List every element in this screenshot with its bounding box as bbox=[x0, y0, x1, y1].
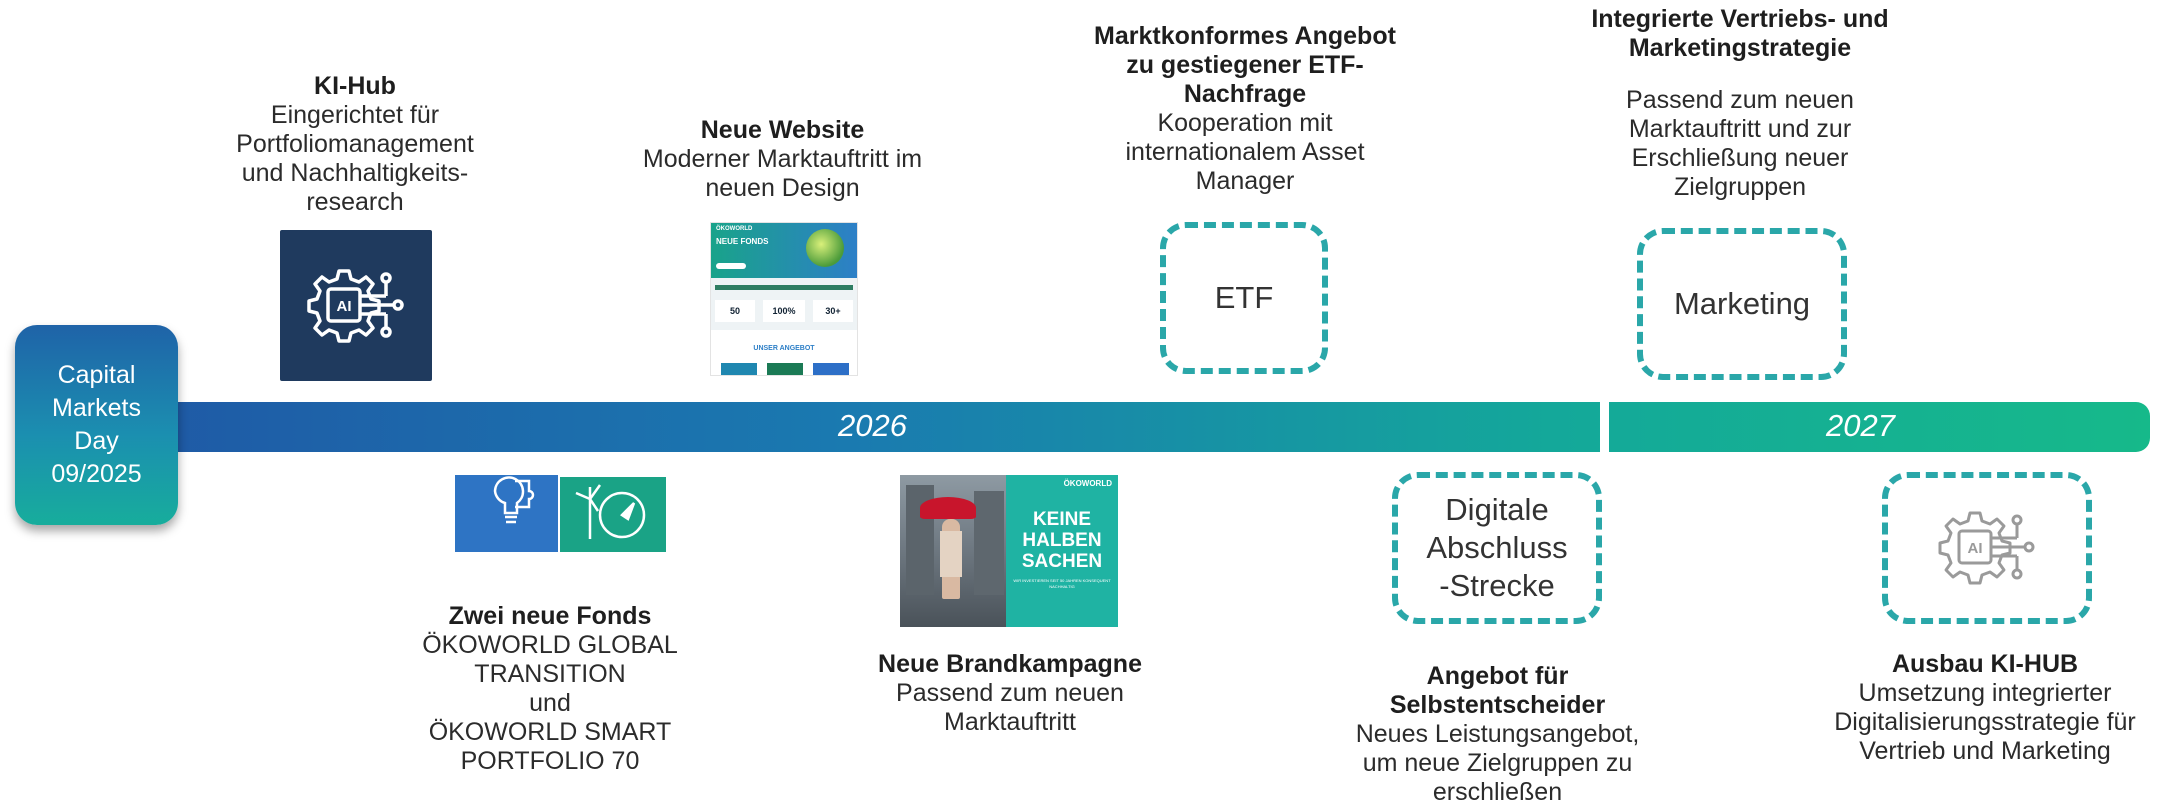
lightbulb-icon bbox=[806, 229, 844, 267]
ai-chip-label: AI bbox=[1968, 540, 1983, 557]
milestone-line: neuen Design bbox=[705, 174, 860, 202]
milestone-title: Marketingstrategie bbox=[1628, 34, 1852, 62]
milestone-title: Nachfrage bbox=[1183, 80, 1307, 108]
milestone-line: Passend zum neuen bbox=[896, 679, 1124, 707]
milestone-line: Manager bbox=[1195, 167, 1295, 195]
marketing-box-label: Marketing bbox=[1673, 286, 1811, 321]
milestone-line: um neue Zielgruppen zu bbox=[1362, 749, 1633, 777]
kihub2-box: AI bbox=[1882, 472, 2092, 624]
milestone-line: ÖKOWORLD GLOBAL bbox=[422, 631, 678, 659]
milestone-title: Neue Website bbox=[700, 116, 865, 144]
digital-box: Digitale Abschluss -Strecke bbox=[1392, 472, 1602, 624]
milestone-line: Digitalisierungsstrategie für bbox=[1834, 708, 2136, 736]
milestone-title: Ausbau KI-HUB bbox=[1891, 650, 2079, 678]
digital-box-line: Digitale bbox=[1445, 492, 1549, 527]
milestone-title: zu gestiegener ETF- bbox=[1126, 51, 1364, 79]
milestone-line: Marktauftritt bbox=[944, 708, 1076, 736]
milestone-line: Kooperation mit bbox=[1157, 109, 1333, 137]
milestone-line: Eingerichtet für bbox=[270, 101, 440, 129]
spacer bbox=[1570, 63, 1910, 86]
marketing-box: Marketing bbox=[1637, 228, 1847, 380]
slogan-line: KEINE bbox=[1032, 509, 1092, 530]
milestone-line: PORTFOLIO 70 bbox=[460, 747, 640, 775]
milestone-title: Integrierte Vertriebs- und bbox=[1591, 5, 1889, 33]
kihub-milestone-text: KI-Hub Eingerichtet für Portfoliomanagem… bbox=[215, 72, 495, 217]
website-headline: NEUE FONDS bbox=[716, 237, 769, 246]
website-brand: ÖKOWORLD bbox=[716, 226, 753, 232]
fund-global-transition-icon bbox=[455, 475, 558, 552]
milestone-line: Erschließung neuer bbox=[1631, 144, 1849, 172]
website-thumbnail: ÖKOWORLD NEUE FONDS 50 100% 30+ UNSER AN… bbox=[710, 222, 858, 376]
milestone-line: und Nachhaltigkeits- bbox=[241, 159, 469, 187]
digital-box-line: Abschluss bbox=[1426, 530, 1568, 565]
coat-shape bbox=[940, 531, 962, 577]
timeline-bar bbox=[150, 402, 2150, 452]
milestone-line: internationalem Asset bbox=[1125, 138, 1365, 166]
etf-milestone-text: Marktkonformes Angebot zu gestiegener ET… bbox=[1065, 22, 1425, 196]
fonds-milestone-text: Zwei neue Fonds ÖKOWORLD GLOBAL TRANSITI… bbox=[400, 602, 700, 776]
milestone-title: Angebot für bbox=[1426, 662, 1569, 690]
digital-box-line: -Strecke bbox=[1439, 568, 1555, 603]
website-stats: 50 100% 30+ bbox=[711, 278, 857, 330]
milestone-title: Neue Brandkampagne bbox=[878, 650, 1142, 678]
milestone-line: research bbox=[306, 188, 404, 216]
ai-chip-label: AI bbox=[337, 298, 352, 315]
capital-markets-day-box: Capital Markets Day 09/2025 bbox=[15, 325, 178, 525]
fund-smart-portfolio-icon bbox=[560, 477, 666, 552]
milestone-line: Vertrieb und Marketing bbox=[1859, 737, 2111, 765]
year-label-2026: 2026 bbox=[838, 408, 907, 443]
website-stat: 100% bbox=[763, 300, 805, 322]
digital-milestone-text: Angebot für Selbstentscheider Neues Leis… bbox=[1325, 662, 1670, 807]
etf-box: ETF bbox=[1160, 222, 1328, 374]
website-hero: ÖKOWORLD NEUE FONDS bbox=[711, 223, 857, 278]
campaign-slogan: KEINE HALBEN SACHEN bbox=[1006, 509, 1118, 572]
milestone-line: Portfoliomanagement bbox=[236, 130, 474, 158]
slogan-line: HALBEN bbox=[1022, 530, 1102, 551]
website-banner bbox=[715, 285, 853, 290]
umbrella-shape bbox=[920, 497, 976, 519]
milestone-line: und bbox=[529, 689, 571, 717]
start-line: Capital bbox=[57, 361, 136, 389]
campaign-subline: WIR INVESTIEREN SEIT 50 JAHREN KONSEQUEN… bbox=[1013, 578, 1111, 589]
milestone-title: Selbstentscheider bbox=[1389, 691, 1606, 719]
campaign-photo bbox=[900, 475, 1008, 627]
year-divider bbox=[1600, 396, 1609, 458]
milestone-line: Passend zum neuen bbox=[1626, 86, 1854, 114]
campaign-logo: ÖKOWORLD bbox=[1063, 479, 1112, 488]
website-milestone-text: Neue Website Moderner Marktauftritt im n… bbox=[620, 116, 945, 203]
website-stat: 50 bbox=[715, 300, 755, 322]
milestone-line: Moderner Marktauftritt im bbox=[642, 145, 923, 173]
milestone-line: Zielgruppen bbox=[1673, 173, 1807, 201]
building-shape bbox=[974, 491, 1004, 595]
year-label-2027: 2027 bbox=[1826, 408, 1895, 443]
milestone-title: Marktkonformes Angebot bbox=[1094, 22, 1396, 50]
marketing-milestone-text: Integrierte Vertriebs- und Marketingstra… bbox=[1570, 5, 1910, 202]
ai-gear-icon: AI bbox=[280, 230, 432, 381]
website-cta bbox=[716, 263, 746, 269]
website-card bbox=[813, 363, 849, 375]
milestone-line: Neues Leistungsangebot, bbox=[1355, 720, 1640, 748]
start-line: Day bbox=[74, 427, 119, 455]
campaign-panel: ÖKOWORLD KEINE HALBEN SACHEN WIR INVESTI… bbox=[1006, 475, 1118, 627]
start-line: 09/2025 bbox=[51, 460, 142, 488]
kihub2-milestone-text: Ausbau KI-HUB Umsetzung integrierter Dig… bbox=[1815, 650, 2155, 766]
ai-gear-icon: AI bbox=[1938, 511, 2035, 585]
milestone-line: Marktauftritt und zur bbox=[1628, 115, 1852, 143]
milestone-line: TRANSITION bbox=[474, 660, 626, 688]
milestone-line: ÖKOWORLD SMART bbox=[428, 718, 672, 746]
milestone-line: Umsetzung integrierter bbox=[1858, 679, 2112, 707]
brand-campaign-image: ÖKOWORLD KEINE HALBEN SACHEN WIR INVESTI… bbox=[900, 475, 1118, 627]
etf-box-label: ETF bbox=[1214, 280, 1274, 315]
brand-milestone-text: Neue Brandkampagne Passend zum neuen Mar… bbox=[845, 650, 1175, 737]
website-stat: 30+ bbox=[813, 300, 853, 322]
slogan-line: SACHEN bbox=[1021, 551, 1103, 572]
website-card bbox=[767, 363, 803, 375]
start-line: Markets bbox=[52, 394, 141, 422]
milestone-title: Zwei neue Fonds bbox=[448, 602, 652, 630]
milestone-title: KI-Hub bbox=[314, 72, 396, 100]
website-card bbox=[721, 363, 757, 375]
website-offer-label: UNSER ANGEBOT bbox=[753, 345, 815, 352]
milestone-line: erschließen bbox=[1432, 778, 1563, 806]
